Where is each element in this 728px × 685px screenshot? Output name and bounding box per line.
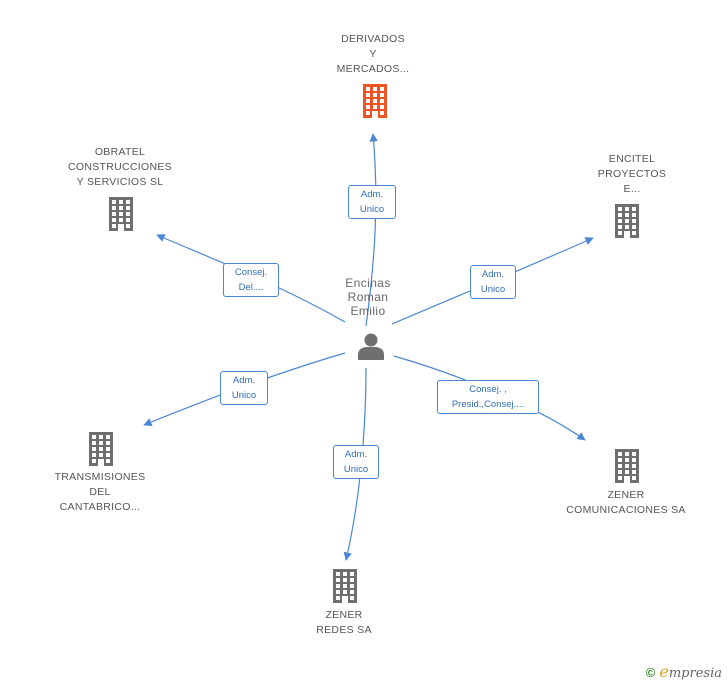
building-icon[interactable] [612,204,642,243]
relation-label-zener-comunicaciones[interactable]: Consej. , Presid.,Consej.... [437,380,539,414]
copyright-icon: © [645,665,656,680]
relation-label-derivados[interactable]: Adm. Unico [348,185,396,219]
footer-brand: ©empresia [646,662,722,681]
building-icon[interactable] [612,449,642,488]
company-label-zener-comunicaciones[interactable]: ZENER COMUNICACIONES SA [566,489,686,516]
company-label-transmisiones[interactable]: TRANSMISIONES DEL CANTABRICO... [54,471,146,513]
building-icon[interactable] [330,569,360,608]
relation-label-encitel[interactable]: Adm. Unico [470,265,516,299]
building-icon[interactable] [360,84,390,123]
company-label-obratel[interactable]: OBRATEL CONSTRUCCIONES Y SERVICIOS SL [68,146,172,188]
company-label-zener-redes[interactable]: ZENER REDES SA [316,609,372,636]
relation-label-zener-redes[interactable]: Adm. Unico [333,445,379,479]
company-label-derivados[interactable]: DERIVADOS Y MERCADOS... [336,33,410,75]
building-icon[interactable] [106,197,136,236]
relation-edge-derivados [365,133,378,327]
relation-label-transmisiones[interactable]: Adm. Unico [220,371,268,405]
person-name[interactable]: Encinas Roman Emilio [345,276,391,318]
relation-label-obratel[interactable]: Consej. Del.... [223,263,279,297]
person-icon[interactable] [356,331,386,361]
building-icon[interactable] [86,432,116,471]
brand-logo: empresia [659,662,722,681]
company-label-encitel[interactable]: ENCITEL PROYECTOS E... [597,153,667,195]
